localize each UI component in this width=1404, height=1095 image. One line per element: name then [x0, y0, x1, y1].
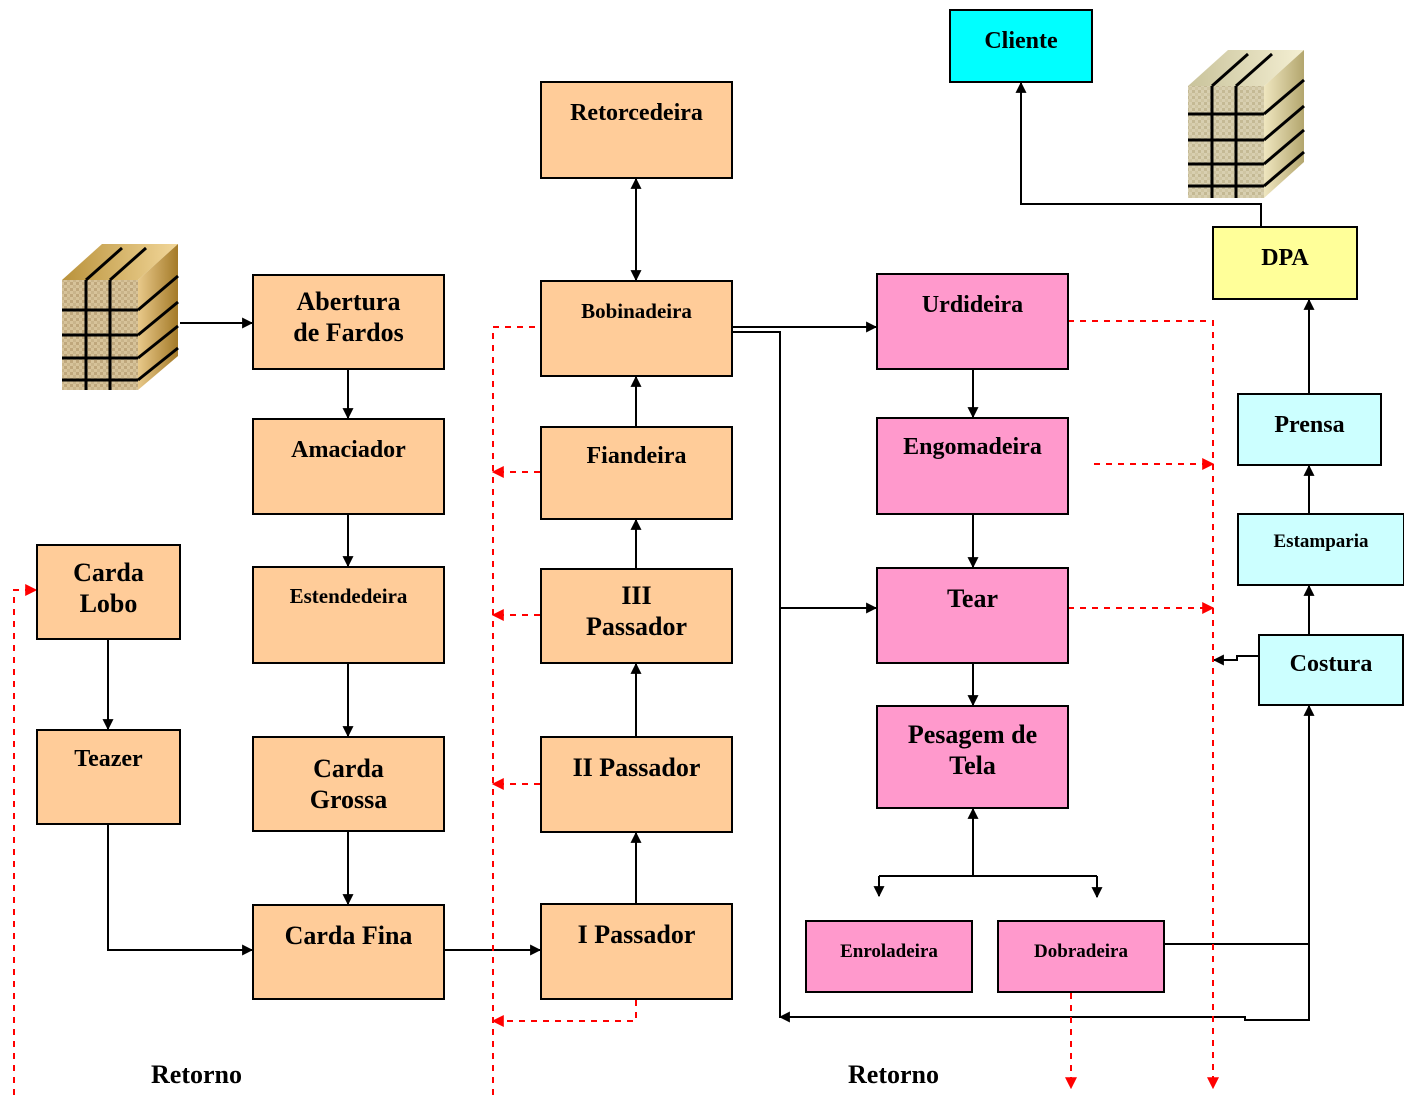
- teazer-box: Teazer: [36, 729, 181, 825]
- arrow-teazer-to-carda-fina: [107, 825, 254, 956]
- return-line-left: [13, 584, 38, 1095]
- retorno-left-label: Retorno: [151, 1060, 242, 1089]
- carda-grossa-box: Carda Grossa: [252, 736, 445, 832]
- carda-lobo-box: Carda Lobo: [36, 544, 181, 640]
- cliente-box: Cliente: [949, 9, 1093, 83]
- pesagem-de-tela-box: Pesagem de Tela: [876, 705, 1069, 809]
- estendedeira-box: Estendedeira: [252, 566, 445, 664]
- prensa-box: Prensa: [1237, 393, 1382, 466]
- costura-box: Costura: [1258, 634, 1404, 706]
- ii-passador-box: II Passador: [540, 736, 733, 833]
- urdideira-box: Urdideira: [876, 273, 1069, 370]
- carda-fina-box: Carda Fina: [252, 904, 445, 1000]
- retorcedeira-box: Retorcedeira: [540, 81, 733, 179]
- arrow-split-to-enroladeira: [879, 875, 1097, 896]
- dobradeira-box: Dobradeira: [997, 920, 1165, 993]
- arrow-dobradeira-to-costura: [1165, 704, 1315, 945]
- arrow-costura-left: [1212, 654, 1258, 666]
- i-passador-box: I Passador: [540, 903, 733, 1000]
- abertura-de-fardos-box: Abertura de Fardos: [252, 274, 445, 370]
- estamparia-box: Estamparia: [1237, 513, 1404, 586]
- arrow-dpa-to-cliente: [1015, 81, 1262, 226]
- engomadeira-box: Engomadeira: [876, 417, 1069, 515]
- cotton-bale-icon: [62, 244, 179, 390]
- amaciador-box: Amaciador: [252, 418, 445, 515]
- arrow-costura-to-bus: [778, 945, 1310, 1023]
- line-bobinadeira-bus: [733, 331, 781, 1018]
- return-line-right: [1068, 320, 1219, 1090]
- fiandeira-box: Fiandeira: [540, 426, 733, 520]
- iii-passador-box: III Passador: [540, 568, 733, 664]
- fabric-bale-icon: [1188, 50, 1305, 198]
- tear-box: Tear: [876, 567, 1069, 664]
- return-arrow-i-passador: [491, 1000, 637, 1027]
- return-line-middle: [492, 326, 540, 1095]
- enroladeira-box: Enroladeira: [805, 920, 973, 993]
- dpa-box: DPA: [1212, 226, 1358, 300]
- retorno-right-label: Retorno: [848, 1060, 939, 1089]
- bobinadeira-box: Bobinadeira: [540, 280, 733, 377]
